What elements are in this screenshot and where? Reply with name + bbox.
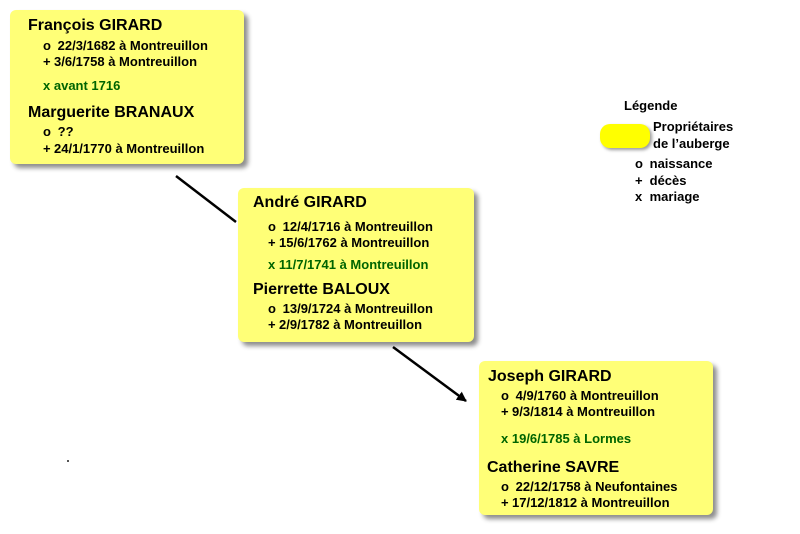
- wife-death: +17/12/1812 à Montreuillon: [501, 495, 670, 510]
- legend-marriage: x mariage: [635, 189, 700, 204]
- wife-death: +24/1/1770 à Montreuillon: [43, 141, 205, 156]
- husband-death: +15/6/1762 à Montreuillon: [268, 235, 430, 250]
- legend-owner-swatch: [600, 124, 650, 148]
- wife-name: Pierrette BALOUX: [253, 281, 390, 298]
- legend-death: + décès: [635, 173, 687, 188]
- husband-death: +9/3/1814 à Montreuillon: [501, 404, 656, 419]
- couple-box-gen3: Joseph GIRARD o 4/9/1760 à Montreuillon …: [479, 361, 713, 515]
- legend-birth: o naissance: [635, 156, 713, 171]
- husband-name: Joseph GIRARD: [488, 368, 612, 385]
- husband-name: André GIRARD: [253, 194, 367, 211]
- husband-birth: o 22/3/1682 à Montreuillon: [43, 38, 208, 53]
- wife-birth: o ??: [43, 124, 74, 139]
- couple-box-gen2: André GIRARD o 12/4/1716 à Montreuillon …: [238, 188, 474, 342]
- couple-box-gen1: François GIRARD o 22/3/1682 à Montreuill…: [10, 10, 244, 164]
- legend-title: Légende: [624, 98, 678, 113]
- husband-birth: o 12/4/1716 à Montreuillon: [268, 219, 433, 234]
- wife-name: Marguerite BRANAUX: [28, 104, 195, 121]
- wife-birth: o 22/12/1758 à Neufontaines: [501, 479, 678, 494]
- husband-name: François GIRARD: [28, 17, 163, 34]
- arrow-gen2-to-gen3: [392, 345, 467, 403]
- legend-owners-line2: de l’auberge: [653, 136, 730, 151]
- wife-birth: o 13/9/1724 à Montreuillon: [268, 301, 433, 316]
- husband-death: +3/6/1758 à Montreuillon: [43, 54, 198, 69]
- stray-dot: [67, 460, 69, 462]
- marriage-date: x 19/6/1785 à Lormes: [501, 431, 632, 446]
- arrow-gen1-to-gen2: [175, 175, 237, 223]
- husband-birth: o 4/9/1760 à Montreuillon: [501, 388, 659, 403]
- wife-name: Catherine SAVRE: [487, 459, 620, 476]
- marriage-date: x 11/7/1741 à Montreuillon: [268, 257, 429, 272]
- legend-owners-line1: Propriétaires: [653, 119, 734, 134]
- wife-death: +2/9/1782 à Montreuillon: [268, 317, 423, 332]
- marriage-date: x avant 1716: [43, 78, 121, 93]
